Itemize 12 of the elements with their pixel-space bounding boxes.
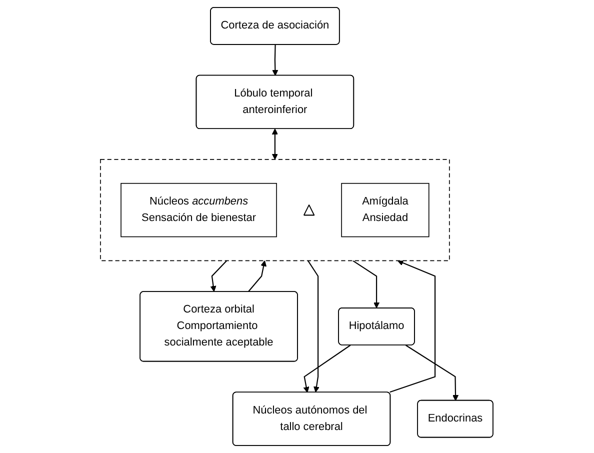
arrow <box>390 260 436 393</box>
arrow <box>248 260 267 292</box>
node-box: Amígdala Ansiedad <box>341 182 430 238</box>
arrow <box>308 260 320 392</box>
arrow <box>352 260 380 308</box>
arrow <box>272 44 278 76</box>
arrow <box>272 128 278 160</box>
arrow <box>304 344 351 393</box>
cluster <box>100 159 450 262</box>
arrow <box>210 260 228 292</box>
arrow <box>406 344 459 401</box>
node-box: Núcleos accumbens Sensación de bienestar <box>120 182 278 238</box>
